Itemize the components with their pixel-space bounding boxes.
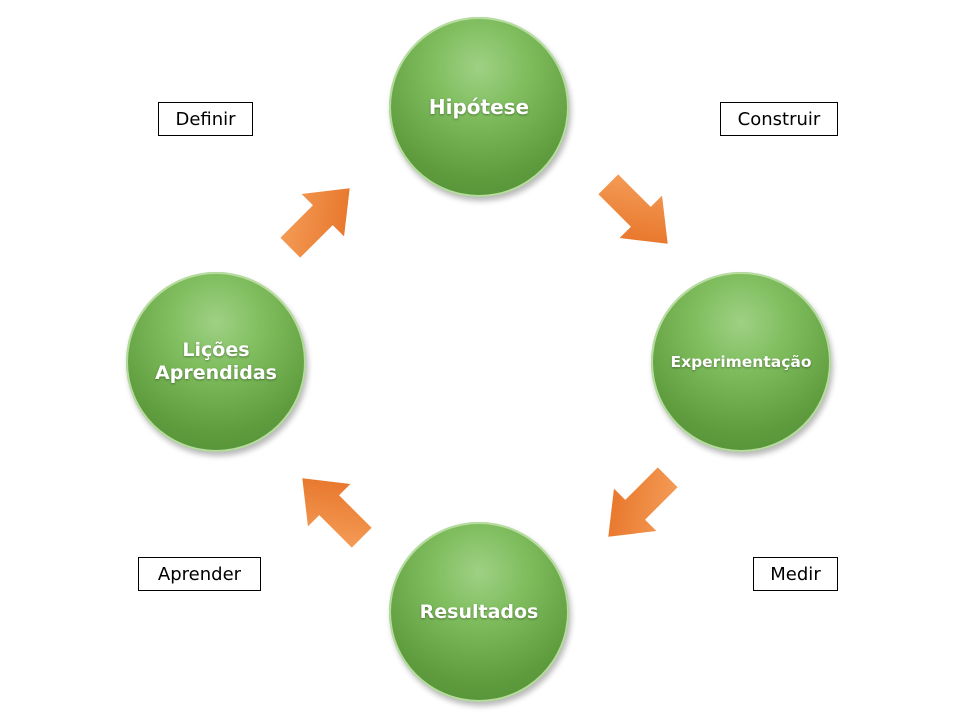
- node-hipotese: Hipótese: [389, 17, 569, 197]
- arrow-down-right: [587, 163, 689, 265]
- node-licoes-aprendidas: Lições Aprendidas: [126, 272, 306, 452]
- node-licoes-line2: Aprendidas: [155, 362, 277, 384]
- node-hipotese-label: Hipótese: [428, 95, 530, 119]
- label-definir: Definir: [158, 102, 253, 136]
- node-experimentacao-label: Experimentação: [670, 352, 812, 371]
- node-resultados-label: Resultados: [419, 600, 539, 623]
- label-aprender: Aprender: [138, 557, 261, 591]
- label-construir: Construir: [720, 102, 838, 136]
- node-experimentacao: Experimentação: [651, 272, 831, 452]
- arrow-down-left: [587, 456, 689, 558]
- node-licoes-text: Lições Aprendidas: [155, 339, 277, 385]
- label-medir: Medir: [753, 557, 838, 591]
- arrow-up-right: [269, 167, 371, 269]
- node-resultados: Resultados: [389, 522, 569, 702]
- arrow-up-left: [281, 457, 383, 559]
- node-licoes-line1: Lições: [182, 339, 250, 362]
